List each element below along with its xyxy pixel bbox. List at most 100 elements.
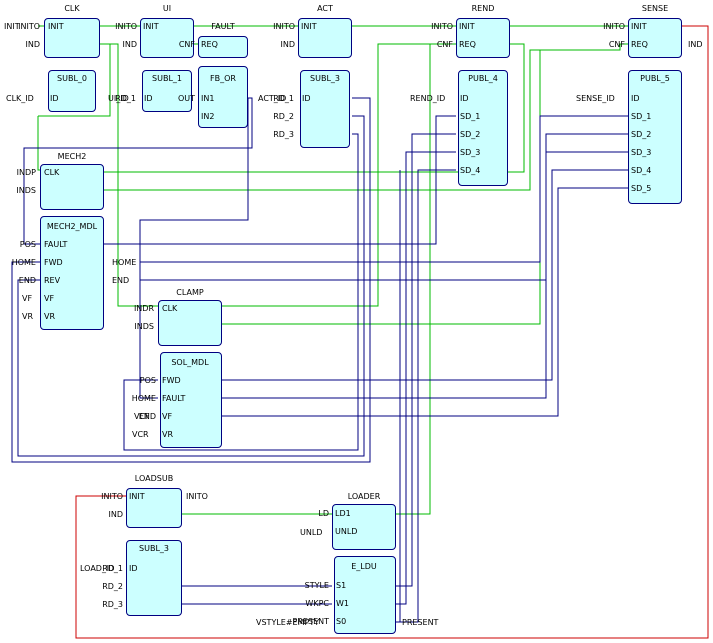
port-out-event[interactable]: CNF: [608, 40, 625, 49]
wire-loader-present: [396, 169, 456, 623]
fb-head: [44, 18, 100, 58]
port-out-event[interactable]: INITO: [101, 492, 123, 501]
port-out-event[interactable]: IND: [122, 40, 137, 49]
wire-mech2-home: [140, 115, 628, 263]
wire-clk-mech2-a: [38, 44, 111, 117]
wire-fault-clamp: [139, 98, 249, 399]
port-in-data[interactable]: VF: [44, 294, 55, 303]
port-out-data[interactable]: RD_2: [102, 582, 123, 591]
port-in-event[interactable]: INIT: [143, 22, 159, 31]
port-out-event[interactable]: INITO: [603, 22, 625, 31]
port-out-data[interactable]: HOME: [131, 394, 156, 403]
port-out-event[interactable]: INITO: [18, 22, 40, 31]
port-out-data[interactable]: RD_1: [115, 94, 136, 103]
port-in-data[interactable]: ID: [144, 94, 153, 103]
port-in-data[interactable]: ID: [631, 94, 640, 103]
port-in-data[interactable]: IN1: [201, 94, 215, 103]
fb-type: SUBL_3: [310, 74, 340, 83]
port-out-event[interactable]: CNF: [436, 40, 453, 49]
port-out-event[interactable]: CNF: [178, 40, 195, 49]
fb-type: PUBL_4: [468, 74, 498, 83]
port-out-event[interactable]: LD: [318, 509, 329, 518]
port-out-data[interactable]: OUT: [177, 94, 195, 103]
fb-body: [126, 540, 182, 616]
port-in-data[interactable]: FWD: [162, 376, 181, 385]
port-in-event[interactable]: INIT: [631, 22, 647, 31]
port-out-data[interactable]: STYLE: [304, 581, 329, 590]
fb-head: [332, 504, 396, 550]
fb-head: [158, 300, 222, 346]
port-out-data[interactable]: WKPC: [305, 599, 329, 608]
port-in-event[interactable]: CLK: [162, 304, 178, 313]
port-out-event[interactable]: IND: [108, 510, 123, 519]
port-out-data[interactable]: RD_2: [273, 112, 294, 121]
external-mech2-end: END: [112, 276, 130, 285]
port-out-event[interactable]: INDP: [16, 168, 36, 177]
fb-type: FB_OR: [210, 74, 236, 83]
port-out-event[interactable]: INDS: [134, 322, 154, 331]
port-in-data[interactable]: SD_4: [631, 166, 652, 175]
port-in-data[interactable]: SD_5: [631, 184, 652, 193]
adapter-connections: [75, 25, 709, 639]
port-out-event[interactable]: INDR: [133, 304, 154, 313]
port-out-data[interactable]: END: [18, 276, 36, 285]
port-in-data[interactable]: ID: [460, 94, 469, 103]
port-in-data[interactable]: SD_2: [460, 130, 481, 139]
port-in-data[interactable]: SD_1: [631, 112, 652, 121]
port-in-event[interactable]: REQ: [201, 40, 218, 49]
port-out-data[interactable]: PRESENT: [292, 617, 329, 626]
port-in-data[interactable]: FAULT: [44, 240, 68, 249]
port-in-data[interactable]: ID: [302, 94, 311, 103]
port-in-data[interactable]: IN2: [201, 112, 215, 121]
port-in-data[interactable]: SD_2: [631, 130, 652, 139]
port-in-data[interactable]: SD_3: [460, 148, 481, 157]
fb-name: CLAMP: [176, 288, 204, 297]
port-out-event[interactable]: IND: [25, 40, 40, 49]
port-out-data[interactable]: RD_1: [273, 94, 294, 103]
port-in-event[interactable]: REQ: [631, 40, 648, 49]
port-in-data[interactable]: S1: [336, 581, 347, 590]
port-in-data[interactable]: SD_3: [631, 148, 652, 157]
fb-name: CLK: [64, 4, 80, 13]
port-in-data[interactable]: FWD: [44, 258, 63, 267]
port-in-data[interactable]: VR: [44, 312, 56, 321]
fb-name: SENSE: [641, 4, 669, 13]
port-out-data[interactable]: RD_1: [102, 564, 123, 573]
port-in-event[interactable]: UNLD: [335, 527, 358, 536]
port-in-data[interactable]: W1: [336, 599, 349, 608]
port-in-data[interactable]: ID: [129, 564, 138, 573]
port-in-event[interactable]: INIT: [301, 22, 317, 31]
port-out-data[interactable]: POS: [139, 376, 156, 385]
port-in-data[interactable]: ID: [50, 94, 59, 103]
port-out-data[interactable]: RD_3: [273, 130, 294, 139]
wire-clk-clamp: [100, 43, 158, 307]
port-out-event[interactable]: INITO: [273, 22, 295, 31]
port-in-data[interactable]: SD_1: [460, 112, 481, 121]
fb-name: REND: [471, 4, 495, 13]
port-out-data[interactable]: POS: [19, 240, 36, 249]
port-in-event[interactable]: REQ: [459, 40, 476, 49]
port-in-data[interactable]: VF: [162, 412, 173, 421]
port-out-data[interactable]: RD_3: [102, 600, 123, 609]
port-out-data[interactable]: HOME: [11, 258, 36, 267]
port-in-data[interactable]: VR: [162, 430, 174, 439]
fb-type: SUBL_1: [152, 74, 182, 83]
port-in-event[interactable]: INIT: [459, 22, 475, 31]
port-out-event[interactable]: INITO: [431, 22, 453, 31]
port-in-data[interactable]: SD_4: [460, 166, 481, 175]
port-in-data[interactable]: S0: [336, 617, 347, 626]
port-in-event[interactable]: INIT: [48, 22, 64, 31]
port-in-event[interactable]: CLK: [44, 168, 60, 177]
port-out-data[interactable]: END: [138, 412, 156, 421]
port-out-event[interactable]: INDS: [16, 186, 36, 195]
fb-head: [126, 488, 182, 528]
port-in-data[interactable]: FAULT: [162, 394, 186, 403]
fb-name: FAULT: [211, 22, 235, 31]
port-in-data[interactable]: REV: [44, 276, 61, 285]
port-out-event[interactable]: IND: [280, 40, 295, 49]
fb-body: [300, 70, 350, 148]
port-out-event[interactable]: INITO: [115, 22, 137, 31]
port-in-event[interactable]: INIT: [129, 492, 145, 501]
port-in-event[interactable]: LD1: [335, 509, 351, 518]
